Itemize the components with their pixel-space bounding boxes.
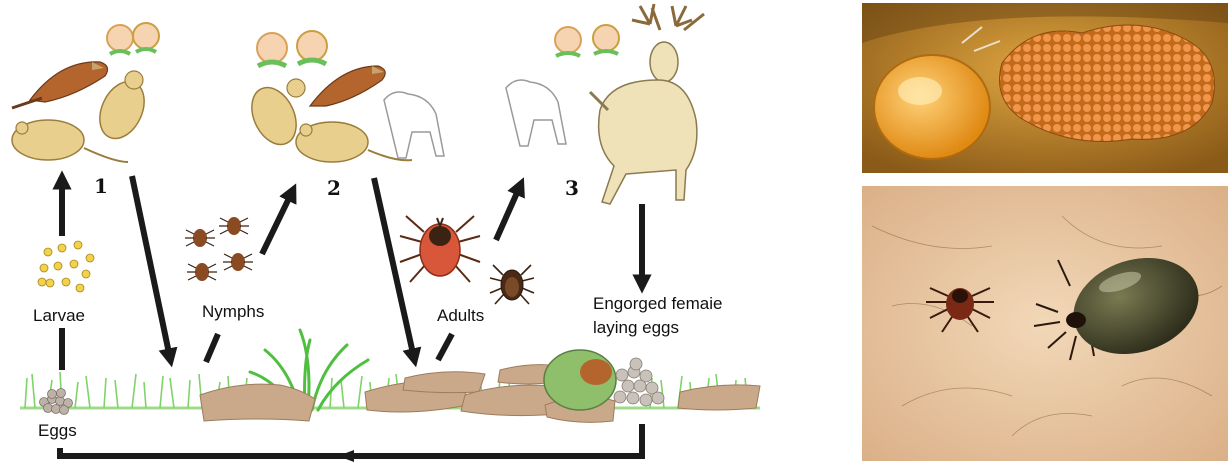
host-bird-1 [12, 62, 108, 108]
host-dog-2 [384, 92, 444, 158]
label-engorged-line2: laying eggs [593, 318, 679, 338]
label-eggs: Eggs [38, 421, 77, 441]
host-dog-3 [506, 80, 566, 146]
label-nymphs: Nymphs [202, 302, 264, 322]
label-adults: Adults [437, 306, 484, 326]
adult-female-tick [400, 216, 480, 282]
stage-number-1: 1 [94, 174, 108, 198]
arrow-adults-to-hosts-3 [496, 186, 520, 240]
arrow-hosts-1-to-ground [132, 176, 170, 358]
host-children-1 [107, 23, 159, 54]
laid-egg-mass [614, 358, 664, 406]
tick-life-cycle-diagram [0, 0, 860, 463]
photo-engorged-female-laying-eggs [862, 3, 1228, 173]
label-larvae: Larvae [33, 306, 85, 326]
arrow-nymphs-to-hosts-2 [262, 192, 292, 254]
nymph-ticks [185, 217, 253, 281]
photo-ticks-on-skin [862, 186, 1228, 461]
larvae-cluster [38, 241, 94, 292]
host-bird-2 [310, 66, 385, 106]
adult-male-tick [490, 265, 534, 304]
label-engorged-line1: Engorged femaie [593, 294, 722, 314]
arrow-hosts-2-to-ground [374, 178, 414, 358]
engorged-female-tick [544, 350, 616, 410]
host-chipmunk-1 [91, 71, 153, 146]
arrow-nymphs-stem [206, 334, 218, 362]
stage-number-3: 3 [565, 176, 579, 200]
host-children-3 [555, 25, 619, 56]
arrow-adults-stem [438, 334, 452, 360]
host-children-2 [257, 31, 327, 66]
stage-number-2: 2 [327, 176, 341, 200]
egg-cluster [40, 389, 73, 415]
